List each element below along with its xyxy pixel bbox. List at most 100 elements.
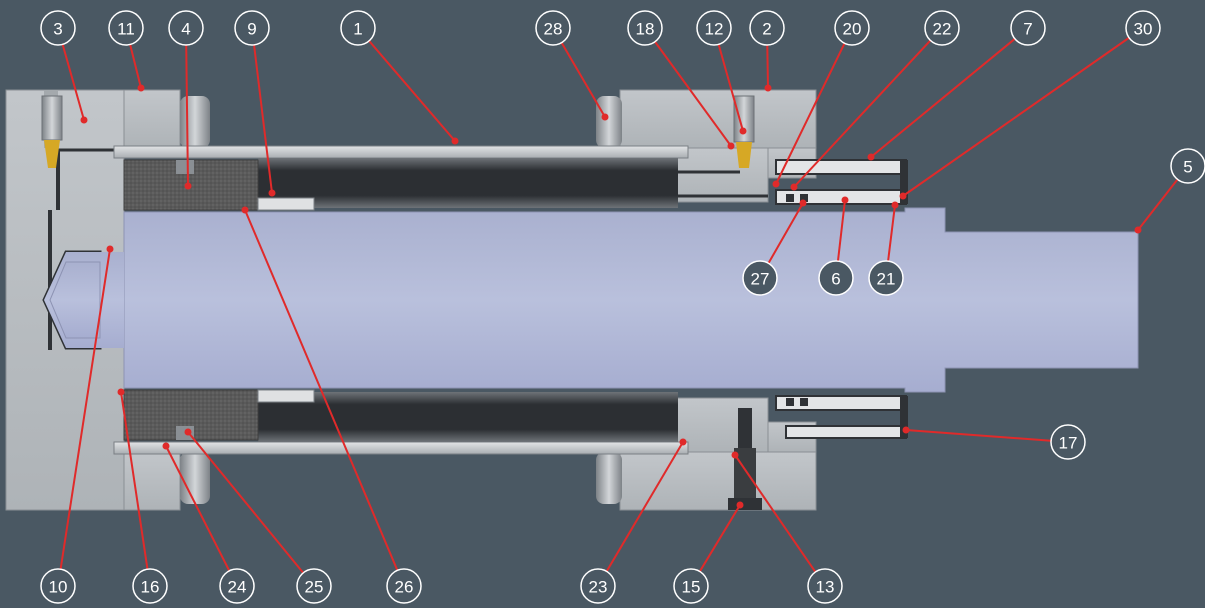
callout-circle-5 <box>1170 148 1205 184</box>
callout-11: 11 <box>108 10 144 46</box>
leader-dot-18 <box>727 142 735 150</box>
leader-line-26 <box>244 209 399 571</box>
leader-dot-6 <box>841 196 849 204</box>
callout-6: 6 <box>818 260 854 296</box>
piston-rod <box>44 207 1139 393</box>
leader-dot-27 <box>799 199 807 207</box>
callout-circle-15 <box>673 568 709 604</box>
callout-number-6: 6 <box>831 270 840 289</box>
callout-circle-24 <box>219 568 255 604</box>
callout-4: 4 <box>168 10 204 46</box>
callout-number-26: 26 <box>395 578 414 597</box>
leader-dot-17 <box>902 426 910 434</box>
callout-13: 13 <box>807 568 843 604</box>
leader-dot-7 <box>867 153 875 161</box>
leader-dot-25 <box>184 428 192 436</box>
callout-number-1: 1 <box>353 20 362 39</box>
leader-line-24 <box>165 445 231 572</box>
callout-circle-10 <box>40 568 76 604</box>
leader-line-11 <box>129 44 142 89</box>
callout-circle-12 <box>696 10 732 46</box>
callout-21: 21 <box>868 260 904 296</box>
callout-circle-30 <box>1125 10 1161 46</box>
callout-number-24: 24 <box>228 578 247 597</box>
callout-circle-4 <box>168 10 204 46</box>
leader-dot-11 <box>137 84 145 92</box>
right-fitting <box>733 95 755 168</box>
leader-dot-10 <box>106 245 114 253</box>
leader-dot-24 <box>162 442 170 450</box>
callout-12: 12 <box>696 10 732 46</box>
callout-2: 2 <box>749 10 785 46</box>
leader-line-10 <box>59 248 111 570</box>
leader-line-30 <box>902 36 1130 197</box>
leader-line-2 <box>766 44 769 89</box>
callout-24: 24 <box>219 568 255 604</box>
callout-circle-17 <box>1050 424 1086 460</box>
callout-30: 30 <box>1125 10 1161 46</box>
callout-number-4: 4 <box>181 20 190 39</box>
callout-number-22: 22 <box>933 20 952 39</box>
callout-circle-20 <box>834 10 870 46</box>
leader-line-23 <box>605 441 684 572</box>
callout-26: 26 <box>386 568 422 604</box>
leader-line-13 <box>734 454 817 573</box>
leader-dot-23 <box>679 438 687 446</box>
leader-dot-2 <box>764 84 772 92</box>
leader-line-7 <box>870 38 1016 158</box>
leader-dot-15 <box>736 501 744 509</box>
leader-line-6 <box>836 199 846 262</box>
leader-dot-3 <box>80 116 88 124</box>
gland-bushing <box>775 159 908 439</box>
callout-circle-26 <box>386 568 422 604</box>
leader-line-9 <box>253 44 273 194</box>
leader-line-25 <box>187 431 305 574</box>
leader-dot-26 <box>241 206 249 214</box>
leader-line-28 <box>560 42 606 118</box>
leader-line-12 <box>717 44 744 132</box>
leader-dot-5 <box>1134 226 1142 234</box>
callout-number-9: 9 <box>247 20 256 39</box>
callout-circle-18 <box>627 10 663 46</box>
callout-15: 15 <box>673 568 709 604</box>
callout-number-13: 13 <box>816 578 835 597</box>
leader-dot-22 <box>790 183 798 191</box>
callout-number-20: 20 <box>843 20 862 39</box>
callout-number-23: 23 <box>589 578 608 597</box>
leader-line-1 <box>368 40 456 142</box>
callout-number-3: 3 <box>53 20 62 39</box>
callout-23: 23 <box>580 568 616 604</box>
callout-22: 22 <box>924 10 960 46</box>
callout-number-17: 17 <box>1059 434 1078 453</box>
bore-lower <box>258 392 678 442</box>
leader-line-18 <box>654 41 732 147</box>
callout-number-18: 18 <box>636 20 655 39</box>
callout-number-11: 11 <box>117 20 135 39</box>
callout-circle-28 <box>535 10 571 46</box>
piston-wear-band <box>257 197 315 403</box>
leader-line-4 <box>185 44 189 187</box>
callout-circle-16 <box>132 568 168 604</box>
leader-dot-1 <box>451 137 459 145</box>
callout-number-12: 12 <box>705 20 724 39</box>
leader-dot-30 <box>899 192 907 200</box>
leader-line-15 <box>698 504 741 572</box>
bore-upper <box>258 158 678 208</box>
tie-rod-top <box>113 145 689 159</box>
callout-circle-6 <box>818 260 854 296</box>
right-tie-rod-nut <box>596 96 622 504</box>
callout-5: 5 <box>1170 148 1205 184</box>
callout-25: 25 <box>296 568 332 604</box>
leader-dot-9 <box>268 189 276 197</box>
callout-number-5: 5 <box>1183 158 1192 177</box>
leader-line-5 <box>1137 178 1179 231</box>
callout-number-7: 7 <box>1023 20 1032 39</box>
leader-dot-16 <box>117 388 125 396</box>
callout-1: 1 <box>340 10 376 46</box>
callout-circle-13 <box>807 568 843 604</box>
leader-line-21 <box>887 204 896 262</box>
callout-27: 27 <box>742 260 778 296</box>
leader-dot-28 <box>601 113 609 121</box>
leader-dot-13 <box>731 451 739 459</box>
